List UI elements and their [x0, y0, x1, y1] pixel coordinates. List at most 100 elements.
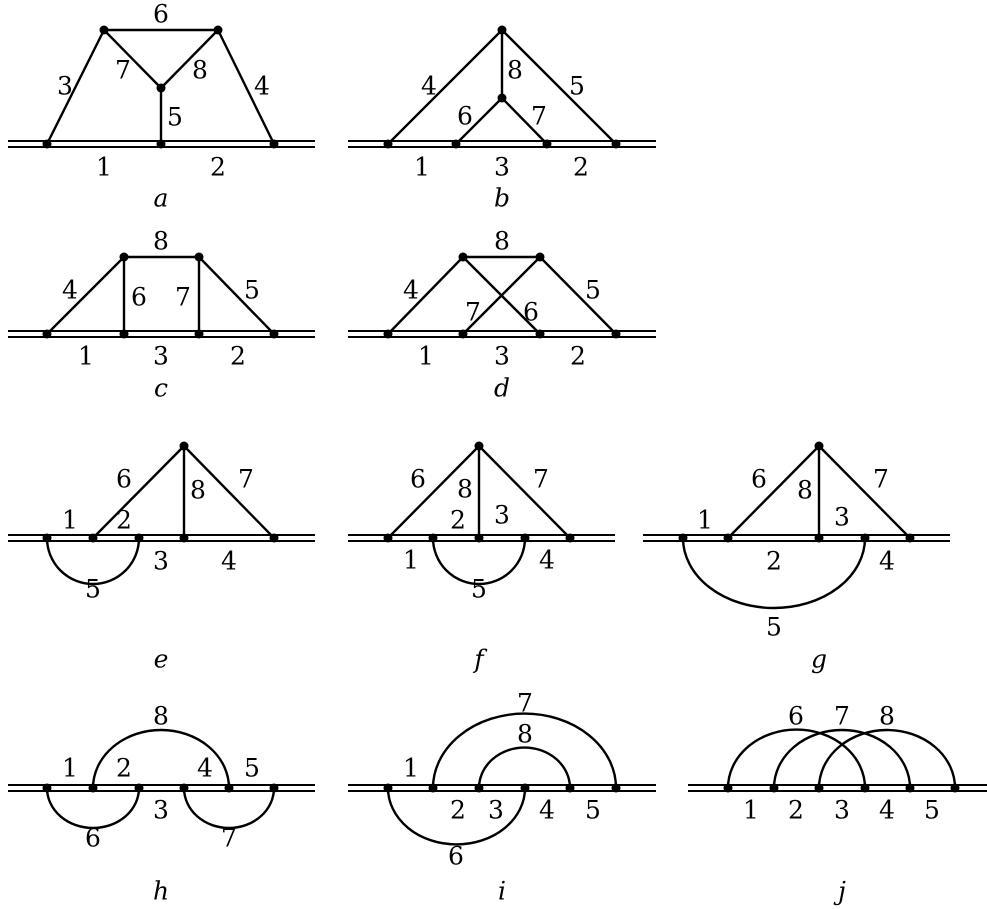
vertex: [99, 25, 109, 35]
edge-4: [386, 28, 504, 146]
edge-label-1: 1: [414, 153, 430, 182]
vertex: [156, 139, 166, 149]
edge-label-6: 6: [448, 842, 464, 871]
edge-7: [182, 444, 276, 540]
vertex: [497, 25, 507, 35]
vertex: [497, 93, 507, 103]
vertex: [224, 783, 234, 793]
diagram-caption-e: e: [154, 645, 169, 674]
edge-label-6: 6: [153, 0, 169, 29]
edge-5: [500, 28, 618, 146]
edge-label-5: 5: [924, 796, 940, 825]
vertex: [88, 783, 98, 793]
edge-label-4: 4: [62, 276, 78, 305]
edge-label-4: 4: [254, 72, 270, 101]
edge-label-3: 3: [488, 796, 504, 825]
edge-label-5: 5: [569, 72, 585, 101]
vertex: [383, 329, 393, 339]
vertex: [950, 783, 960, 793]
edge-label-6: 6: [85, 824, 101, 853]
diagram-caption-g: g: [811, 645, 827, 674]
vertex: [179, 783, 189, 793]
edge-label-2: 2: [116, 506, 132, 535]
edge-label-8: 8: [153, 227, 169, 256]
vertex: [905, 783, 915, 793]
edge-label-1: 1: [96, 153, 112, 182]
vertex: [428, 533, 438, 543]
edge-label-3: 3: [153, 547, 169, 576]
vertex: [134, 533, 144, 543]
diagram-caption-j: j: [833, 877, 846, 906]
diagram-d: 1 2 3 4 5 6 7 8 d: [348, 227, 656, 403]
edge-label-2: 2: [210, 153, 226, 182]
vertex: [723, 783, 733, 793]
edge-label-8: 8: [879, 702, 895, 731]
vertex: [458, 252, 468, 262]
vertex: [723, 533, 733, 543]
edge-label-4: 4: [879, 796, 895, 825]
edge-label-5: 5: [244, 754, 260, 783]
edge-label-7: 7: [873, 465, 889, 494]
edge-label-8: 8: [153, 702, 169, 731]
diagram-caption-h: h: [153, 877, 169, 906]
edge-label-6: 6: [523, 298, 539, 327]
edge-label-7: 7: [533, 465, 549, 494]
edge-label-3: 3: [494, 501, 510, 530]
vertex: [814, 533, 824, 543]
edge-label-7: 7: [517, 689, 533, 718]
edge-label-4: 4: [221, 547, 237, 576]
vertex: [520, 783, 530, 793]
edge-label-7: 7: [115, 56, 131, 85]
edge-label-7: 7: [834, 702, 850, 731]
diagram-a: 1 2 3 4 5 6 7 8 a: [8, 0, 315, 213]
vertex: [860, 533, 870, 543]
edge-6: [91, 444, 186, 540]
edge-label-2: 2: [570, 342, 586, 371]
diagram-f: 1 2 3 4 5 6 7 8 f: [348, 441, 615, 674]
edge-label-3: 3: [494, 342, 510, 371]
vertex: [451, 139, 461, 149]
edge-5: [197, 255, 276, 336]
edge-label-2: 2: [450, 506, 466, 535]
edge-7: [182, 786, 276, 830]
diagram-caption-f: f: [472, 645, 487, 674]
edge-label-1: 1: [403, 754, 419, 783]
edge-label-1: 1: [78, 342, 94, 371]
edge-label-8: 8: [494, 227, 510, 256]
edge-label-8: 8: [192, 56, 208, 85]
edge-8: [159, 28, 220, 90]
edge-label-7: 7: [531, 102, 547, 131]
vertex: [611, 783, 621, 793]
diagram-c: 1 2 3 4 5 6 7 8 c: [8, 227, 315, 403]
diagram-j: 1 2 3 4 5 6 7 8 j: [688, 702, 987, 906]
edge-6: [386, 444, 481, 540]
edge-7: [102, 28, 163, 90]
edge-label-6: 6: [131, 283, 147, 312]
vertex: [194, 252, 204, 262]
vertex: [474, 533, 484, 543]
edge-label-1: 1: [743, 796, 759, 825]
edge-label-4: 4: [879, 547, 895, 576]
diagram-b: 1 2 3 4 5 6 7 8 b: [348, 25, 656, 213]
edge-label-5: 5: [585, 276, 601, 305]
edge-label-7: 7: [238, 465, 254, 494]
edge-label-4: 4: [197, 754, 213, 783]
edge-label-2: 2: [450, 796, 466, 825]
edge-8: [477, 746, 572, 790]
edge-label-1: 1: [403, 546, 419, 575]
edge-label-4: 4: [539, 546, 555, 575]
vertex: [474, 783, 484, 793]
edge-label-5: 5: [471, 575, 487, 604]
edge-label-1: 1: [62, 754, 78, 783]
edge-label-6: 6: [116, 465, 132, 494]
edge-6: [726, 444, 821, 540]
edge-label-7: 7: [175, 283, 191, 312]
vertex: [42, 783, 52, 793]
edge-4: [386, 255, 465, 336]
edge-8: [91, 728, 231, 790]
vertex: [179, 441, 189, 451]
vertex: [383, 139, 393, 149]
vertex: [535, 329, 545, 339]
vertex: [860, 783, 870, 793]
diagram-caption-a: a: [154, 184, 169, 213]
